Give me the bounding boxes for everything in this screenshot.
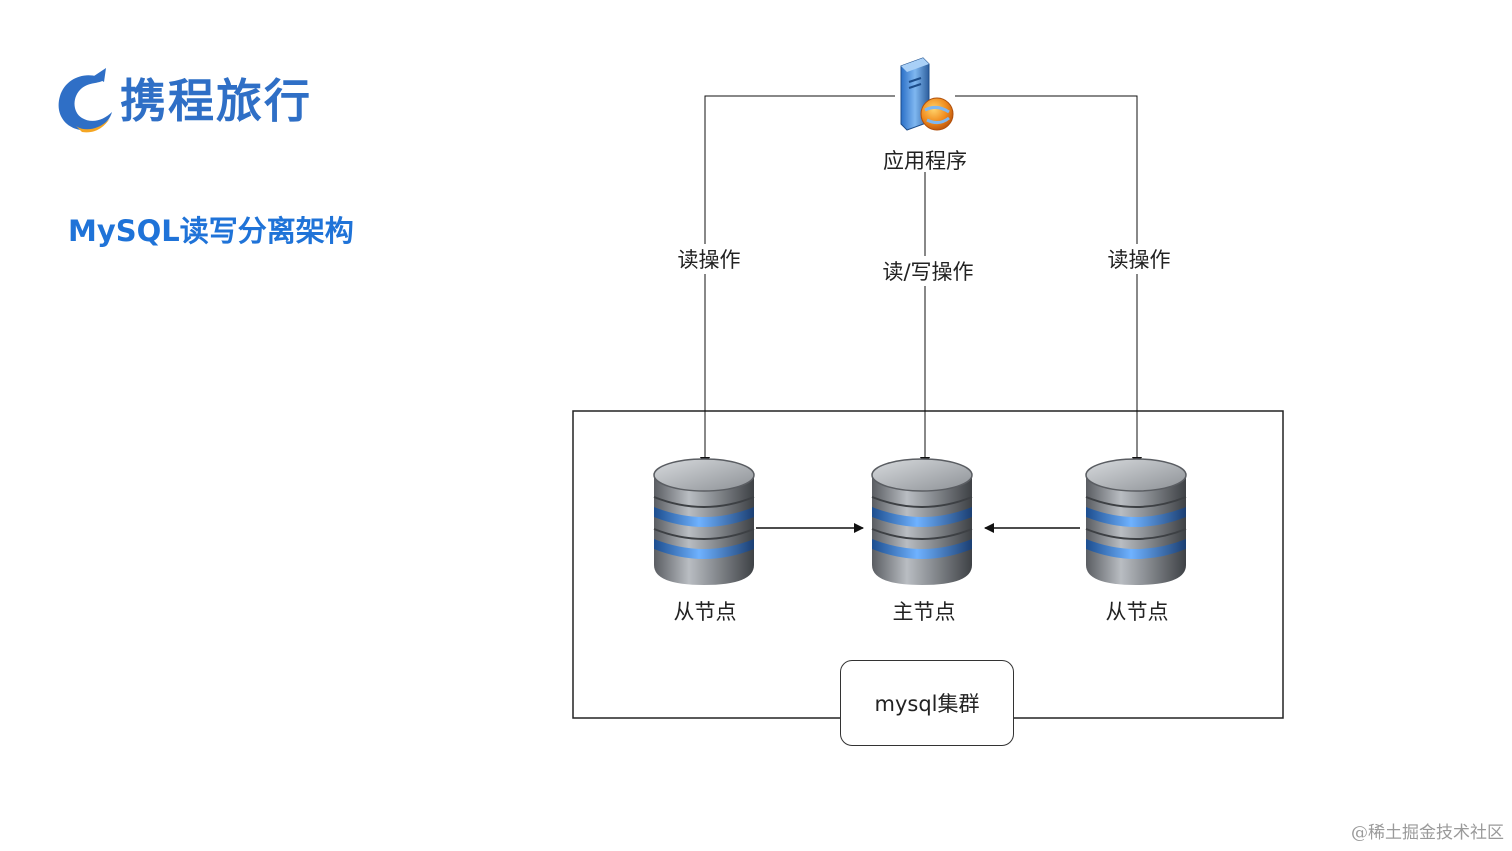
- dolphin-icon: [58, 68, 112, 133]
- left-read-edge: [700, 95, 895, 467]
- left-read-label: 读操作: [675, 244, 743, 274]
- cluster-label-text: mysql集群: [874, 692, 980, 716]
- watermark: @稀土掘金技术社区: [1351, 823, 1504, 843]
- master-node-label: 主节点: [892, 600, 956, 624]
- database-icon-left: [653, 458, 755, 586]
- right-read-edge: [955, 95, 1142, 467]
- slave-node-left-label: 从节点: [673, 600, 737, 624]
- database-icon-right: [1085, 458, 1187, 586]
- app-label: 应用程序: [883, 149, 967, 173]
- database-icon-master: [871, 458, 973, 586]
- brand-name: 携程旅行: [120, 74, 312, 128]
- server-globe-icon: [900, 57, 954, 131]
- center-rw-label: 读/写操作: [880, 256, 976, 286]
- ctrip-logo: 携程旅行: [54, 66, 424, 136]
- right-read-label: 读操作: [1105, 244, 1173, 274]
- slide-title: MySQL读写分离架构: [68, 214, 354, 248]
- slave-node-right-label: 从节点: [1105, 600, 1169, 624]
- mysql-cluster-label: mysql集群: [840, 660, 1014, 746]
